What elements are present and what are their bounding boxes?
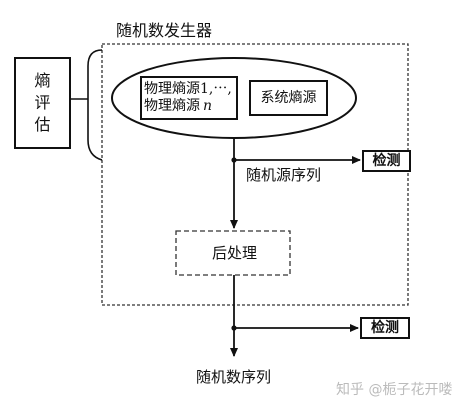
- physical-sources-n: n: [203, 98, 213, 114]
- physical-sources-line2-text: 物理熵源: [144, 98, 200, 114]
- rng-title: 随机数发生器: [116, 21, 213, 40]
- random-number-sequence-label: 随机数序列: [196, 368, 272, 386]
- system-source-box: 系统熵源: [249, 80, 328, 116]
- detect-top-box: 检测: [362, 150, 411, 172]
- detect-bottom-label: 检测: [371, 320, 399, 336]
- watermark: 知乎 @栀子花开喽: [336, 382, 453, 398]
- system-source-label: 系统熵源: [260, 90, 317, 106]
- detect-top-label: 检测: [372, 153, 401, 169]
- post-processing-label: 后处理: [212, 244, 258, 262]
- rng-boundary: [101, 43, 409, 306]
- entropy-eval-label: 熵评估: [34, 71, 51, 134]
- physical-sources-line1: 物理熵源1,⋯,: [144, 81, 232, 97]
- post-processing-box: [175, 230, 291, 276]
- detect-bottom-box: 检测: [360, 317, 410, 339]
- random-source-sequence-label: 随机源序列: [246, 166, 322, 184]
- entropy-bracket: [87, 49, 103, 161]
- entropy-eval-box: 熵评估: [14, 57, 71, 149]
